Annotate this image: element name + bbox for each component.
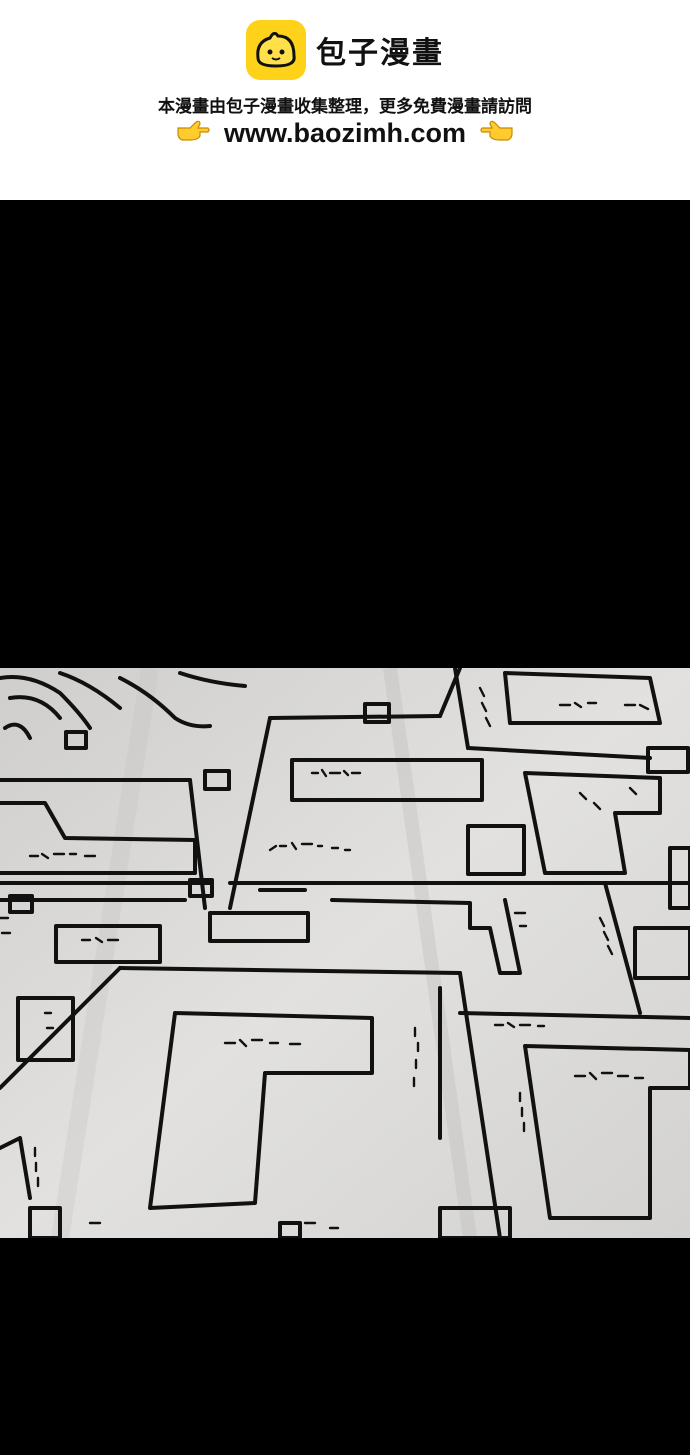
- hand-drawn-map-illustration: [0, 668, 690, 1238]
- pointing-right-hand-icon: [176, 118, 210, 149]
- brand-name: 包子漫畫: [316, 36, 444, 71]
- comic-panel-map: [0, 668, 690, 1238]
- site-banner: 包子漫畫 本漫畫由包子漫畫收集整理，更多免費漫畫請訪問 www.baozimh.…: [0, 0, 690, 200]
- pointing-left-hand-icon: [480, 118, 514, 149]
- brand[interactable]: 包子漫畫: [0, 20, 690, 80]
- site-url-link[interactable]: www.baozimh.com: [223, 118, 467, 148]
- site-tagline: 本漫畫由包子漫畫收集整理，更多免費漫畫請訪問: [158, 97, 532, 117]
- black-panel-top: [0, 200, 690, 668]
- black-panel-bottom: [0, 1238, 690, 1455]
- url-row[interactable]: www.baozimh.com: [0, 118, 690, 149]
- bun-mascot-icon: [246, 20, 306, 80]
